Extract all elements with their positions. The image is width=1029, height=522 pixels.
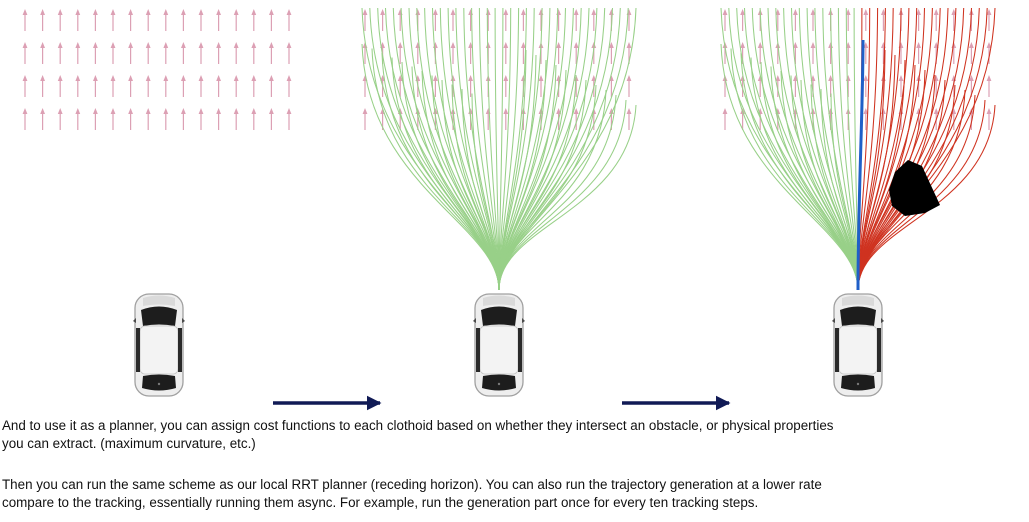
car-top-view-icon bbox=[473, 293, 525, 397]
caption-line: you can extract. (maximum curvature, etc… bbox=[2, 436, 256, 451]
vector-field bbox=[22, 9, 292, 130]
selected-clothoid-path bbox=[856, 39, 865, 291]
caption-paragraph-2: Then you can run the same scheme as our … bbox=[2, 476, 822, 512]
clothoid-path bbox=[498, 104, 637, 291]
clothoid-planner-diagram bbox=[22, 7, 996, 411]
car-top-view-icon bbox=[832, 293, 884, 397]
caption-line: And to use it as a planner, you can assi… bbox=[2, 418, 834, 433]
car-top-view-icon bbox=[133, 293, 185, 397]
caption-paragraph-1: And to use it as a planner, you can assi… bbox=[2, 417, 833, 453]
obstacle bbox=[889, 160, 940, 216]
panel-vector-field bbox=[22, 9, 292, 397]
clothoid-path bbox=[471, 93, 500, 291]
vehicle bbox=[473, 293, 525, 397]
clothoid-path bbox=[720, 7, 859, 291]
vehicle bbox=[832, 293, 884, 397]
clothoid-path bbox=[730, 48, 859, 291]
panel-collision-check bbox=[720, 7, 996, 397]
vector-field bbox=[722, 9, 992, 130]
vector-field bbox=[362, 9, 632, 130]
caption-line: compare to the tracking, essentially run… bbox=[2, 495, 759, 510]
selected-path bbox=[856, 39, 865, 291]
clothoid-candidates bbox=[361, 7, 637, 291]
panel-clothoid-candidates bbox=[361, 7, 637, 397]
clothoid-path bbox=[857, 104, 996, 291]
caption-line: Then you can run the same scheme as our … bbox=[2, 477, 822, 492]
vehicle bbox=[133, 293, 185, 397]
